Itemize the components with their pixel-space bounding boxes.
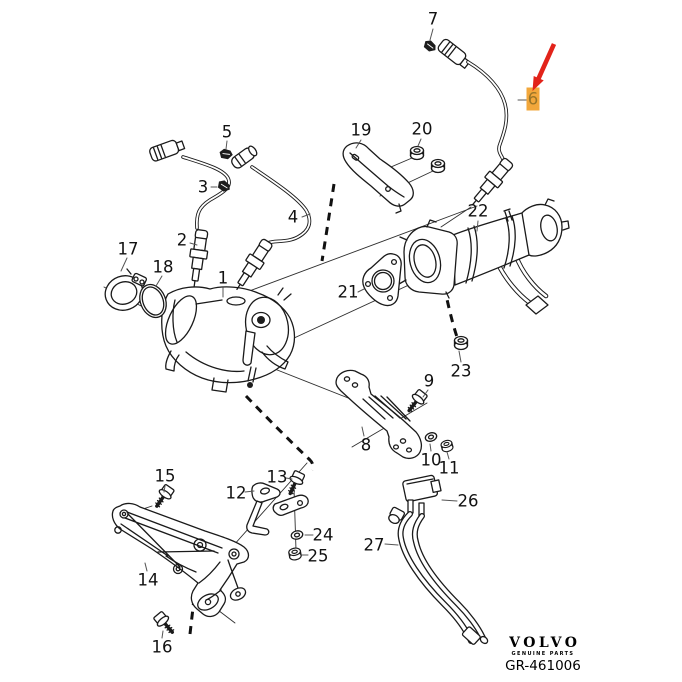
part-leader-16 bbox=[161, 630, 164, 639]
part-9-bolt bbox=[402, 386, 431, 417]
part-leader-2 bbox=[189, 242, 198, 246]
part-leader-9 bbox=[422, 389, 429, 398]
part-leader-21 bbox=[357, 288, 365, 293]
part-label-8: 8 bbox=[361, 436, 372, 455]
part-label-11: 11 bbox=[439, 459, 460, 478]
highlight-arrow bbox=[532, 43, 557, 91]
part-leader-7 bbox=[429, 28, 434, 41]
part-label-20: 20 bbox=[412, 120, 433, 139]
part-17-clamp bbox=[104, 268, 148, 311]
drawing-number: GR-461006 bbox=[505, 658, 581, 674]
brand-logo: VOLVO bbox=[509, 635, 581, 651]
part-24-washer bbox=[289, 529, 305, 541]
highlight-box bbox=[526, 87, 540, 111]
part-label-10: 10 bbox=[421, 451, 442, 470]
part-leader-8 bbox=[361, 426, 365, 437]
part-label-16: 16 bbox=[152, 638, 173, 657]
part-label-23: 23 bbox=[451, 362, 472, 381]
part-label-17: 17 bbox=[118, 240, 139, 259]
part-label-27: 27 bbox=[364, 536, 385, 555]
part-19-heat-shield bbox=[342, 142, 414, 214]
part-26-pressure-sensor bbox=[402, 474, 442, 517]
part-label-22: 22 bbox=[468, 202, 489, 221]
part-label-6: 6 bbox=[528, 90, 539, 109]
part-label-19: 19 bbox=[351, 121, 372, 140]
part-label-25: 25 bbox=[308, 547, 329, 566]
part-leader-17 bbox=[120, 257, 128, 272]
part-label-24: 24 bbox=[313, 526, 334, 545]
part-label-5: 5 bbox=[222, 123, 233, 142]
part-label-13: 13 bbox=[267, 468, 288, 487]
part-leader-15 bbox=[163, 485, 166, 493]
part-label-12: 12 bbox=[226, 484, 247, 503]
part-7-clip bbox=[421, 38, 439, 55]
part-leader-19 bbox=[355, 139, 362, 149]
part-leader-27 bbox=[384, 543, 399, 546]
part-label-2: 2 bbox=[177, 231, 188, 250]
part-21-gasket bbox=[362, 253, 402, 307]
part-18-gasket-ring bbox=[139, 283, 167, 319]
part-25-nut bbox=[287, 546, 303, 562]
part-leader-10 bbox=[429, 443, 432, 452]
part-27-hoses bbox=[388, 506, 489, 645]
part-leader-20 bbox=[417, 138, 422, 147]
part-11-nut bbox=[439, 438, 455, 454]
part-16-bolt bbox=[150, 608, 180, 639]
part-label-9: 9 bbox=[424, 372, 435, 391]
part-leader-26 bbox=[441, 499, 458, 502]
part-leader-4 bbox=[301, 213, 311, 218]
part-label-1: 1 bbox=[218, 269, 229, 288]
part-label-15: 15 bbox=[155, 467, 176, 486]
part-leader-23 bbox=[458, 350, 462, 363]
part-leader-12 bbox=[244, 490, 255, 493]
part-label-26: 26 bbox=[458, 492, 479, 511]
part-leader-22 bbox=[476, 220, 479, 232]
part-4-oxygen-sensor bbox=[229, 145, 312, 295]
part-10-washer bbox=[423, 430, 439, 444]
part-label-14: 14 bbox=[138, 571, 159, 590]
part-20-nuts bbox=[409, 145, 446, 174]
part-leader-18 bbox=[155, 275, 163, 287]
brand-subtitle: GENUINE PARTS bbox=[511, 651, 575, 657]
part-leader-11 bbox=[446, 451, 450, 460]
part-label-3: 3 bbox=[198, 178, 209, 197]
part-12-bracket bbox=[246, 482, 309, 536]
part-1-manifold bbox=[161, 286, 296, 393]
part-15-bolt bbox=[149, 481, 178, 512]
part-leader-14 bbox=[144, 562, 148, 572]
part-label-18: 18 bbox=[153, 258, 174, 277]
part-leader-13 bbox=[285, 477, 293, 480]
part-22-catalytic-converter bbox=[398, 198, 570, 315]
part-14-support-bracket bbox=[111, 502, 250, 618]
part-leader-5 bbox=[225, 140, 228, 150]
part-8-bracket bbox=[335, 369, 423, 459]
part-label-4: 4 bbox=[288, 208, 299, 227]
part-23-nut bbox=[453, 335, 469, 351]
part-label-21: 21 bbox=[338, 283, 359, 302]
part-6-oxygen-sensor-highlighted bbox=[437, 38, 517, 211]
part-label-7: 7 bbox=[428, 10, 439, 29]
